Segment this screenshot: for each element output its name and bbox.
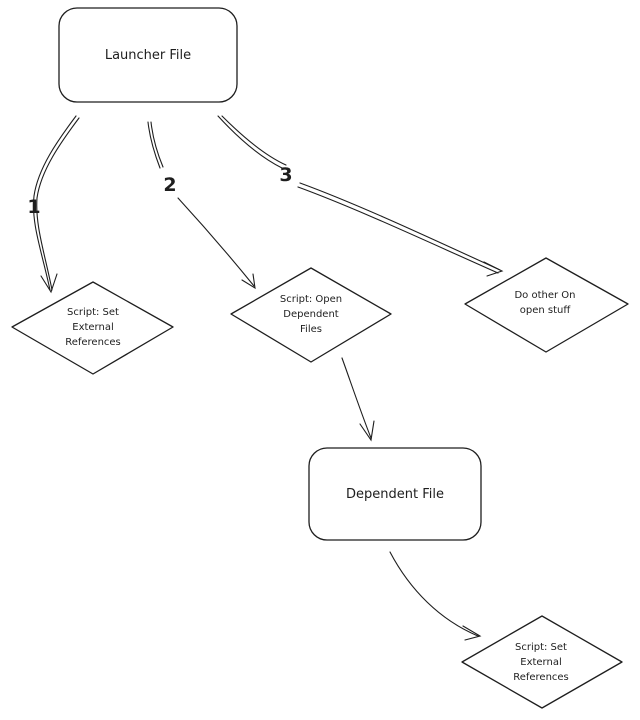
open-dependent-line-3: Files: [300, 324, 322, 335]
node-open-dependent-files: Script: Open Dependent Files: [230, 267, 392, 363]
node-on-open-stuff: Do other On open stuff: [464, 257, 629, 353]
node-launcher-file: Launcher File: [58, 7, 238, 103]
set-refs-2-line-1: Script: Set: [515, 642, 567, 653]
edge-dependent-to-set-refs-arrowhead: [462, 625, 482, 641]
edge-1-line: [32, 115, 77, 291]
edge-1: 1: [27, 115, 80, 294]
edge-1-number: 1: [27, 196, 40, 218]
set-refs-2-diamond: [461, 615, 623, 709]
launcher-file-box: [58, 7, 238, 103]
edge-open-to-dependent: [341, 357, 375, 442]
edge-1-line-sketch: [36, 117, 80, 291]
edge-3-line: [217, 115, 283, 169]
edge-2-line-sketch: [150, 121, 164, 168]
dependent-file-label: Dependent File: [346, 487, 444, 502]
edge-dependent-to-set-refs-line: [389, 551, 479, 637]
edge-open-to-dependent-arrowhead: [359, 420, 375, 442]
set-refs-1-line-1: Script: Set: [67, 307, 119, 318]
node-set-external-references-2: Script: Set External References: [461, 615, 623, 709]
set-refs-1-line-2: External: [72, 322, 114, 333]
set-refs-1-line-3: References: [65, 337, 121, 348]
edge-3-line-lower: [299, 182, 501, 271]
edge-open-to-dependent-line: [341, 357, 372, 439]
open-dependent-diamond: [230, 267, 392, 363]
set-refs-2-line-2: External: [520, 657, 562, 668]
on-open-line-1: Do other On: [514, 290, 575, 301]
edge-2-line: [147, 121, 161, 169]
edge-1-arrowhead: [40, 273, 58, 294]
open-dependent-line-1: Script: Open: [280, 294, 342, 305]
edge-2-number: 2: [163, 174, 176, 196]
edge-3-line-lower-sketch: [297, 186, 499, 274]
edge-2-line-lower: [177, 197, 255, 287]
launcher-file-label: Launcher File: [105, 48, 191, 63]
node-dependent-file: Dependent File: [308, 447, 482, 541]
open-dependent-line-2: Dependent: [283, 309, 339, 320]
dependent-file-box: [308, 447, 482, 541]
set-refs-2-line-3: References: [513, 672, 569, 683]
on-open-diamond: [464, 257, 629, 353]
node-set-external-references-1: Script: Set External References: [11, 281, 174, 375]
edge-3-arrowhead: [483, 261, 504, 277]
on-open-line-2: open stuff: [520, 305, 572, 316]
edge-dependent-to-set-refs: [389, 551, 482, 641]
edge-3: 3: [217, 115, 504, 277]
edge-2: 2: [147, 121, 256, 290]
set-refs-1-diamond: [11, 281, 174, 375]
edge-3-line-sketch: [221, 115, 287, 166]
edge-3-number: 3: [279, 164, 292, 186]
edge-2-arrowhead: [241, 273, 256, 290]
